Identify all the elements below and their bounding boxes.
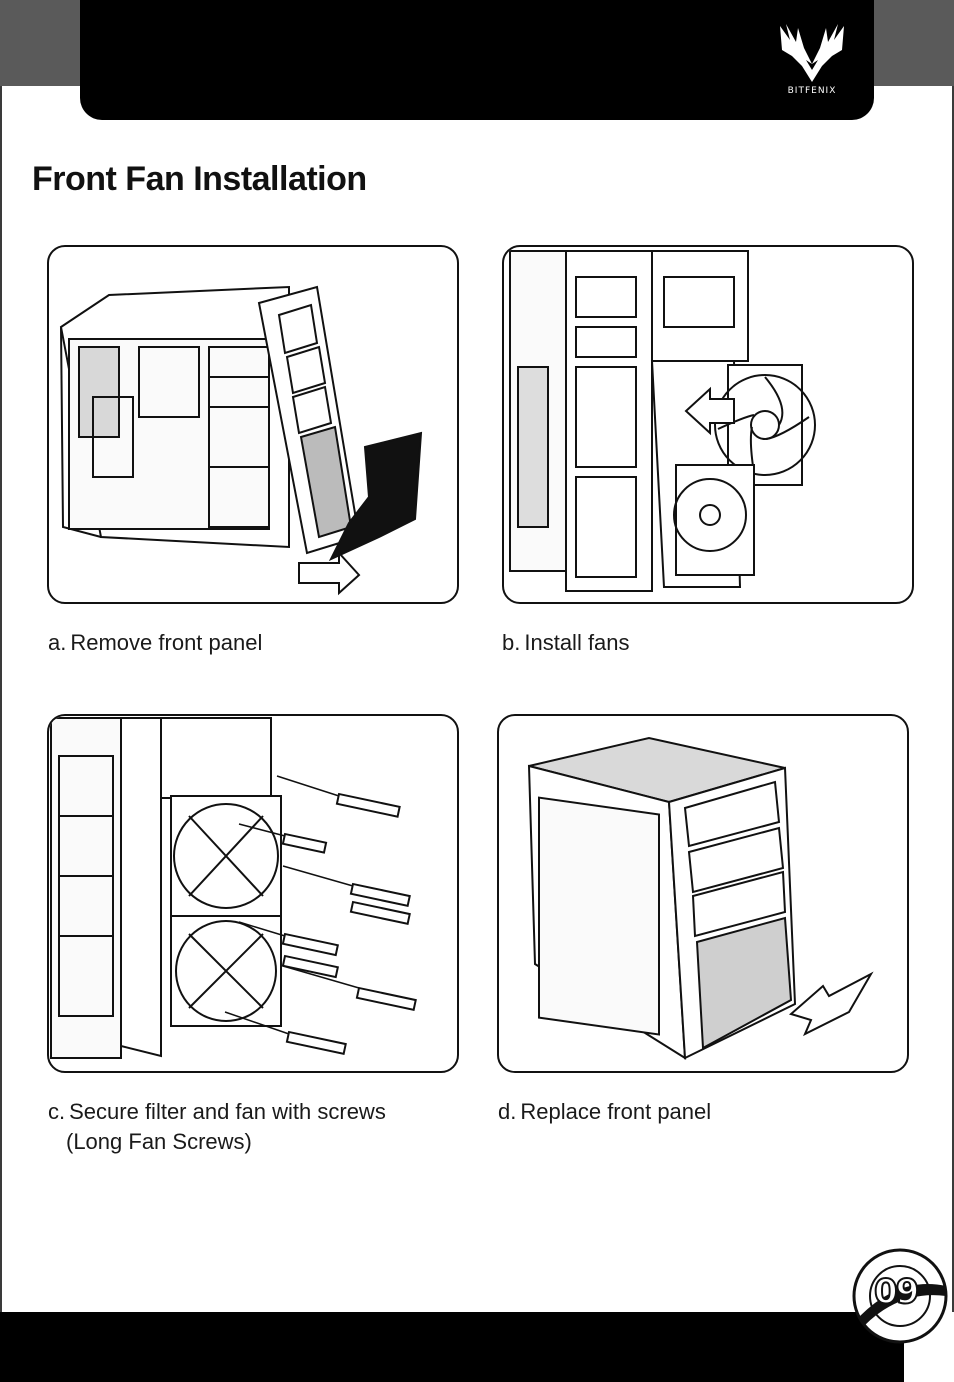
step-c-caption: c.Secure filter and fan with screws (Lon…: [48, 1099, 386, 1155]
brand-logo: BITFENIX: [772, 20, 852, 104]
case-remove-panel-drawing: [59, 285, 423, 596]
page-number-ring-icon: [852, 1248, 948, 1344]
header-banner: BITFENIX: [80, 0, 874, 120]
corner-tab-left: [0, 0, 82, 86]
illustration-replace-front-panel: [497, 714, 909, 1073]
brand-logo-text: BITFENIX: [787, 86, 837, 96]
illustration-remove-front-panel: [47, 245, 459, 604]
step-d-label: d.: [498, 1099, 517, 1124]
corner-tab-right: [872, 0, 954, 86]
footer-bar: [0, 1312, 904, 1382]
page-number: 09: [873, 1271, 920, 1313]
step-a-caption: a.Remove front panel: [48, 630, 262, 656]
step-c-subtext: (Long Fan Screws): [66, 1129, 252, 1154]
step-d-text: Replace front panel: [520, 1099, 712, 1124]
install-fans-drawing: [509, 250, 816, 592]
page-number-badge: 09: [850, 1246, 950, 1346]
step-c-label: c.: [48, 1099, 66, 1124]
page-border-left: [0, 86, 2, 1312]
step-a-label: a.: [48, 630, 67, 655]
illustration-install-fans: [502, 245, 914, 604]
illustration-secure-screws: [47, 714, 459, 1073]
page-border-right: [952, 86, 954, 1312]
secure-screws-drawing: [50, 717, 417, 1059]
page-title: Front Fan Installation: [32, 160, 367, 198]
step-b-text: Install fans: [524, 630, 630, 655]
phoenix-logo-icon: [780, 24, 844, 82]
step-b-caption: b.Install fans: [502, 630, 630, 656]
step-d-caption: d.Replace front panel: [498, 1099, 711, 1125]
case-replace-panel-drawing: [527, 736, 874, 1060]
step-b-label: b.: [502, 630, 521, 655]
step-c-text: Secure filter and fan with screws: [69, 1099, 386, 1124]
step-a-text: Remove front panel: [70, 630, 263, 655]
